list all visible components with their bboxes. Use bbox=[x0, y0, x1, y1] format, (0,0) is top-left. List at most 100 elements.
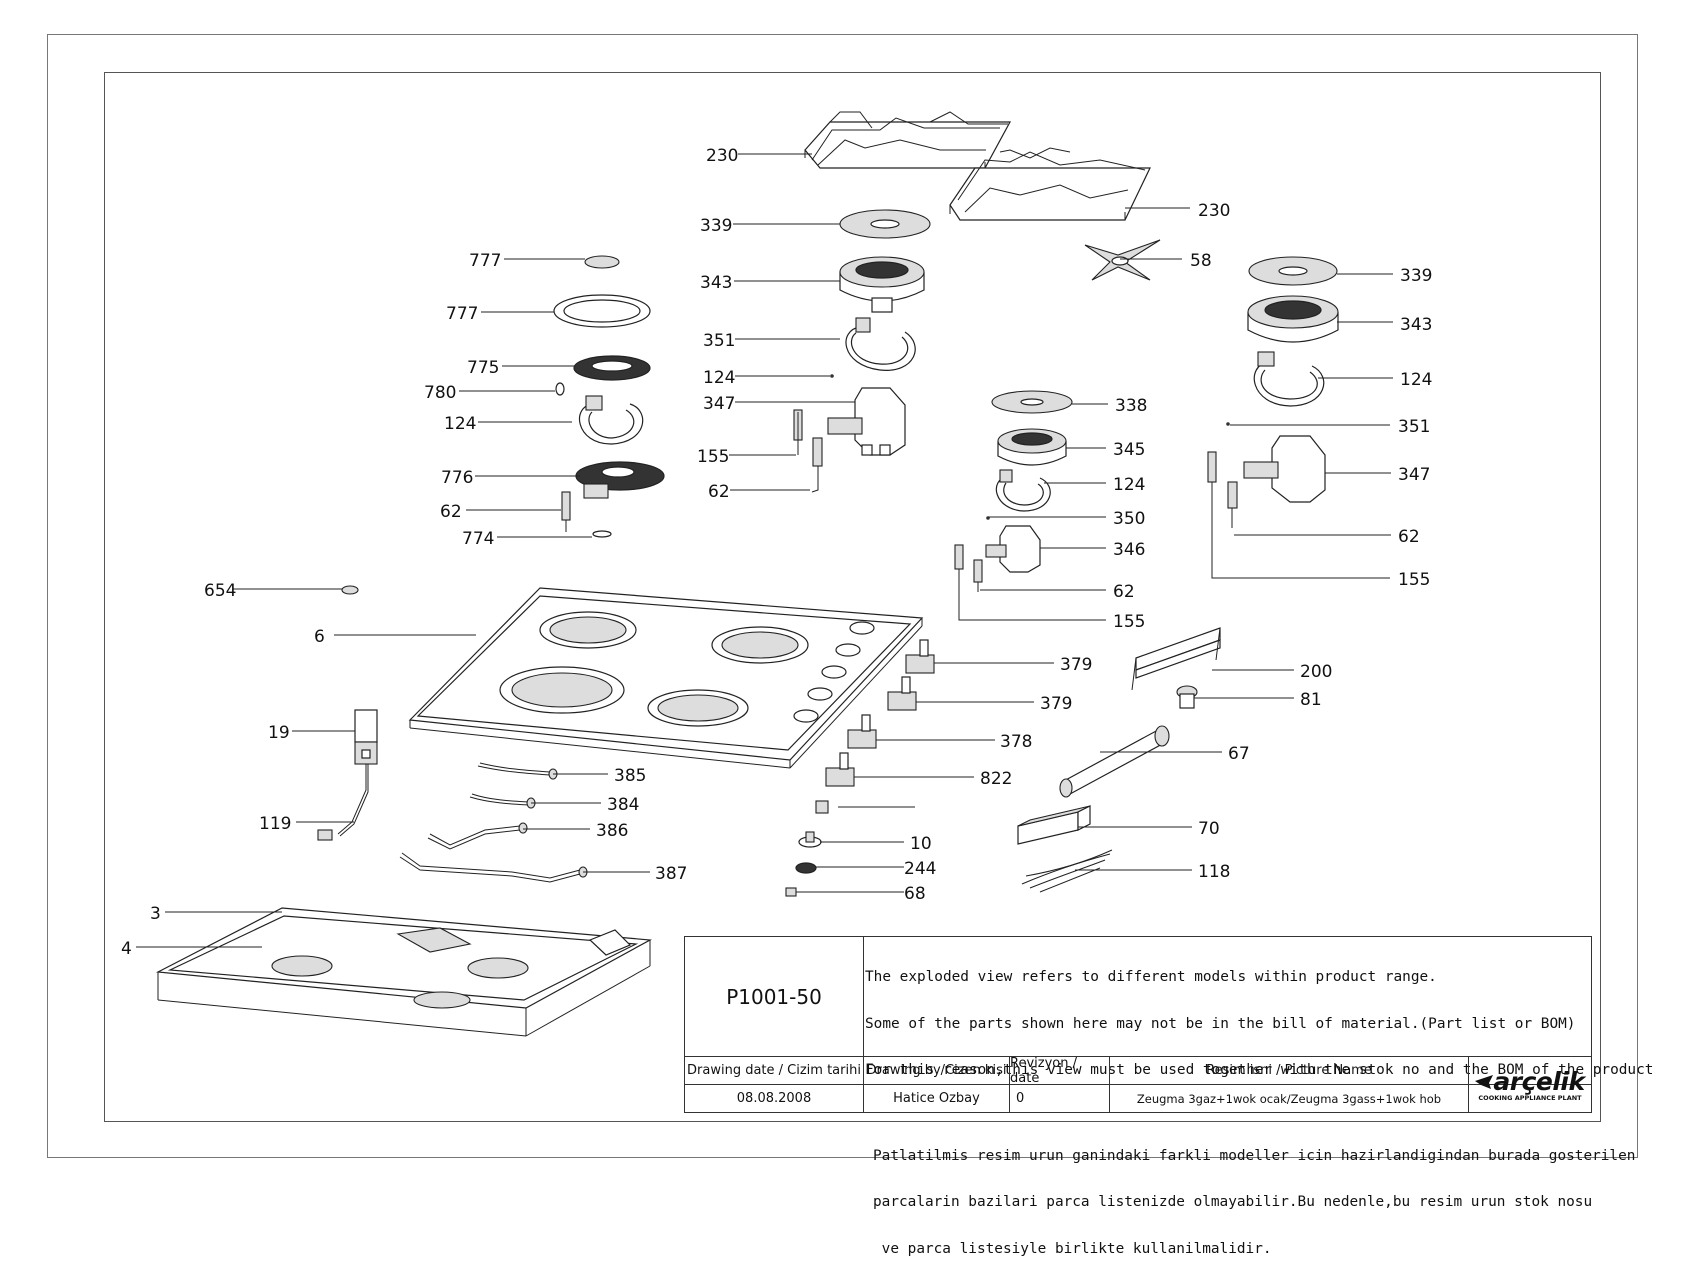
header-picture-name: Resim isni / Picture Name bbox=[1110, 1057, 1469, 1084]
title-block-header-row: Drawing date / Cizim tarihi Drawing by/C… bbox=[685, 1056, 1591, 1086]
logo-name: arçelik bbox=[1493, 1067, 1585, 1096]
wok-adapter-cross bbox=[1084, 239, 1161, 281]
gas-valve-822 bbox=[825, 752, 855, 787]
burner-cap-338-center bbox=[1020, 398, 1044, 406]
drawing-inner-border bbox=[104, 72, 1601, 1122]
callout-343-right: 343 bbox=[1400, 315, 1432, 335]
header-revision: Revizyon / date bbox=[1010, 1056, 1110, 1086]
callout-351-left: 351 bbox=[703, 331, 735, 351]
callout-350: 350 bbox=[1113, 509, 1145, 529]
callout-244: 244 bbox=[904, 859, 936, 879]
wok-burner-body-776 bbox=[575, 461, 665, 499]
terminal-block-19 bbox=[354, 709, 378, 765]
note-en-line-1: The exploded view refers to different mo… bbox=[865, 969, 1437, 985]
callout-345: 345 bbox=[1113, 440, 1145, 460]
callout-155-right: 155 bbox=[1398, 570, 1430, 590]
callout-124-left-center: 124 bbox=[703, 368, 735, 388]
title-block: P1001-50 The exploded view refers to dif… bbox=[684, 936, 1654, 1256]
igniter-plug-left-center bbox=[811, 437, 823, 493]
callout-654: 654 bbox=[204, 581, 236, 601]
title-block-value-row: 08.08.2008 Hatice Ozbay 0 Zeugma 3gaz+1w… bbox=[685, 1084, 1591, 1112]
callout-378: 378 bbox=[1000, 732, 1032, 752]
base-tray bbox=[155, 907, 653, 1037]
gas-inlet-pipe-67 bbox=[1059, 725, 1170, 798]
callout-777-large: 777 bbox=[446, 304, 478, 324]
callout-351-right: 351 bbox=[1398, 417, 1430, 437]
igniter-ring-left-center bbox=[845, 317, 916, 371]
callout-124-right: 124 bbox=[1400, 370, 1432, 390]
note-tr-line-3: ve parca listesiyle birlikte kullanilmal… bbox=[873, 1240, 1272, 1257]
washer-774 bbox=[592, 530, 612, 538]
value-picture-name: Zeugma 3gaz+1wok ocak/Zeugma 3gass+1wok … bbox=[1110, 1085, 1469, 1112]
callout-200: 200 bbox=[1300, 662, 1332, 682]
callout-118: 118 bbox=[1198, 862, 1230, 882]
header-drawing-by: Drawing by/Cizen kisi bbox=[864, 1057, 1010, 1084]
callout-62-wok: 62 bbox=[440, 502, 462, 522]
callout-775: 775 bbox=[467, 358, 499, 378]
manifold-bracket-200 bbox=[1131, 627, 1221, 691]
burner-head-right bbox=[1247, 295, 1339, 343]
gas-pipe-385 bbox=[477, 762, 558, 780]
igniter-plug-wok bbox=[561, 491, 571, 532]
callout-155-left: 155 bbox=[697, 447, 729, 467]
gas-pipe-384 bbox=[469, 793, 536, 809]
spring-68 bbox=[785, 887, 797, 897]
callout-62-small: 62 bbox=[1113, 582, 1135, 602]
callout-155-small: 155 bbox=[1113, 612, 1145, 632]
logo-mark-icon bbox=[1475, 1074, 1494, 1089]
callout-124-small: 124 bbox=[1113, 475, 1145, 495]
washer-654 bbox=[341, 585, 359, 595]
note-en-line-3: For this reason,this view must be used t… bbox=[865, 1062, 1654, 1078]
callout-347-left: 347 bbox=[703, 394, 735, 414]
burner-cap-right-center bbox=[1278, 266, 1308, 276]
cable-harness-118 bbox=[1021, 849, 1113, 893]
note-en-line-2: Some of the parts shown here may not be … bbox=[865, 1015, 1576, 1032]
control-knob-10 bbox=[798, 831, 822, 848]
header-drawing-date: Drawing date / Cizim tarihi bbox=[685, 1057, 864, 1084]
callout-776: 776 bbox=[441, 468, 473, 488]
gas-valve-378 bbox=[847, 714, 877, 749]
pan-support-grid-left bbox=[804, 111, 1012, 169]
callout-19: 19 bbox=[268, 723, 290, 743]
callout-387: 387 bbox=[655, 864, 687, 884]
igniter-ring-left-wok bbox=[579, 395, 644, 445]
drawing-code: P1001-50 bbox=[685, 937, 864, 1056]
callout-343-left: 343 bbox=[700, 273, 732, 293]
knob-adapter bbox=[815, 800, 829, 814]
callout-822: 822 bbox=[980, 769, 1012, 789]
gas-valve-379b bbox=[887, 676, 917, 711]
callout-339-left: 339 bbox=[700, 216, 732, 236]
spring-clip-351-right bbox=[1226, 422, 1230, 426]
note-tr-line-2: parcalarin bazilari parca listenizde olm… bbox=[873, 1194, 1593, 1210]
callout-70: 70 bbox=[1198, 819, 1220, 839]
inlet-nut-81 bbox=[1176, 685, 1198, 709]
hob-glass-top bbox=[408, 587, 924, 769]
burner-body-346 bbox=[985, 525, 1041, 573]
arcelik-logo: arçelik COOKING APPLIANCE PLANT bbox=[1469, 1056, 1591, 1112]
callout-230-left: 230 bbox=[706, 146, 738, 166]
thermocouple-left-center bbox=[793, 409, 803, 455]
wok-ring-777-inner bbox=[563, 299, 641, 323]
callout-385: 385 bbox=[614, 766, 646, 786]
pan-support-grid-right bbox=[949, 147, 1151, 221]
callout-774: 774 bbox=[462, 529, 494, 549]
callout-346: 346 bbox=[1113, 540, 1145, 560]
callout-339-right: 339 bbox=[1400, 266, 1432, 286]
thermocouple-small bbox=[954, 544, 964, 576]
value-revision: 0 bbox=[1010, 1085, 1110, 1112]
callout-62-right: 62 bbox=[1398, 527, 1420, 547]
wok-cap-777-small bbox=[584, 255, 620, 269]
knob-ring-244 bbox=[795, 862, 817, 874]
callout-386: 386 bbox=[596, 821, 628, 841]
drawing-outer-border bbox=[47, 34, 1638, 1158]
igniter-ring-right bbox=[1253, 351, 1325, 407]
callout-124-wok: 124 bbox=[444, 414, 476, 434]
igniter-ring-small bbox=[995, 469, 1051, 512]
gas-pipe-387 bbox=[399, 852, 588, 883]
mains-cable-119 bbox=[317, 764, 369, 841]
gas-valve-379a bbox=[905, 639, 935, 674]
value-drawing-by: Hatice Ozbay bbox=[864, 1085, 1010, 1112]
spring-clip-351-left bbox=[830, 374, 834, 378]
wok-flame-spreader-775 bbox=[573, 355, 651, 381]
callout-10: 10 bbox=[910, 834, 932, 854]
